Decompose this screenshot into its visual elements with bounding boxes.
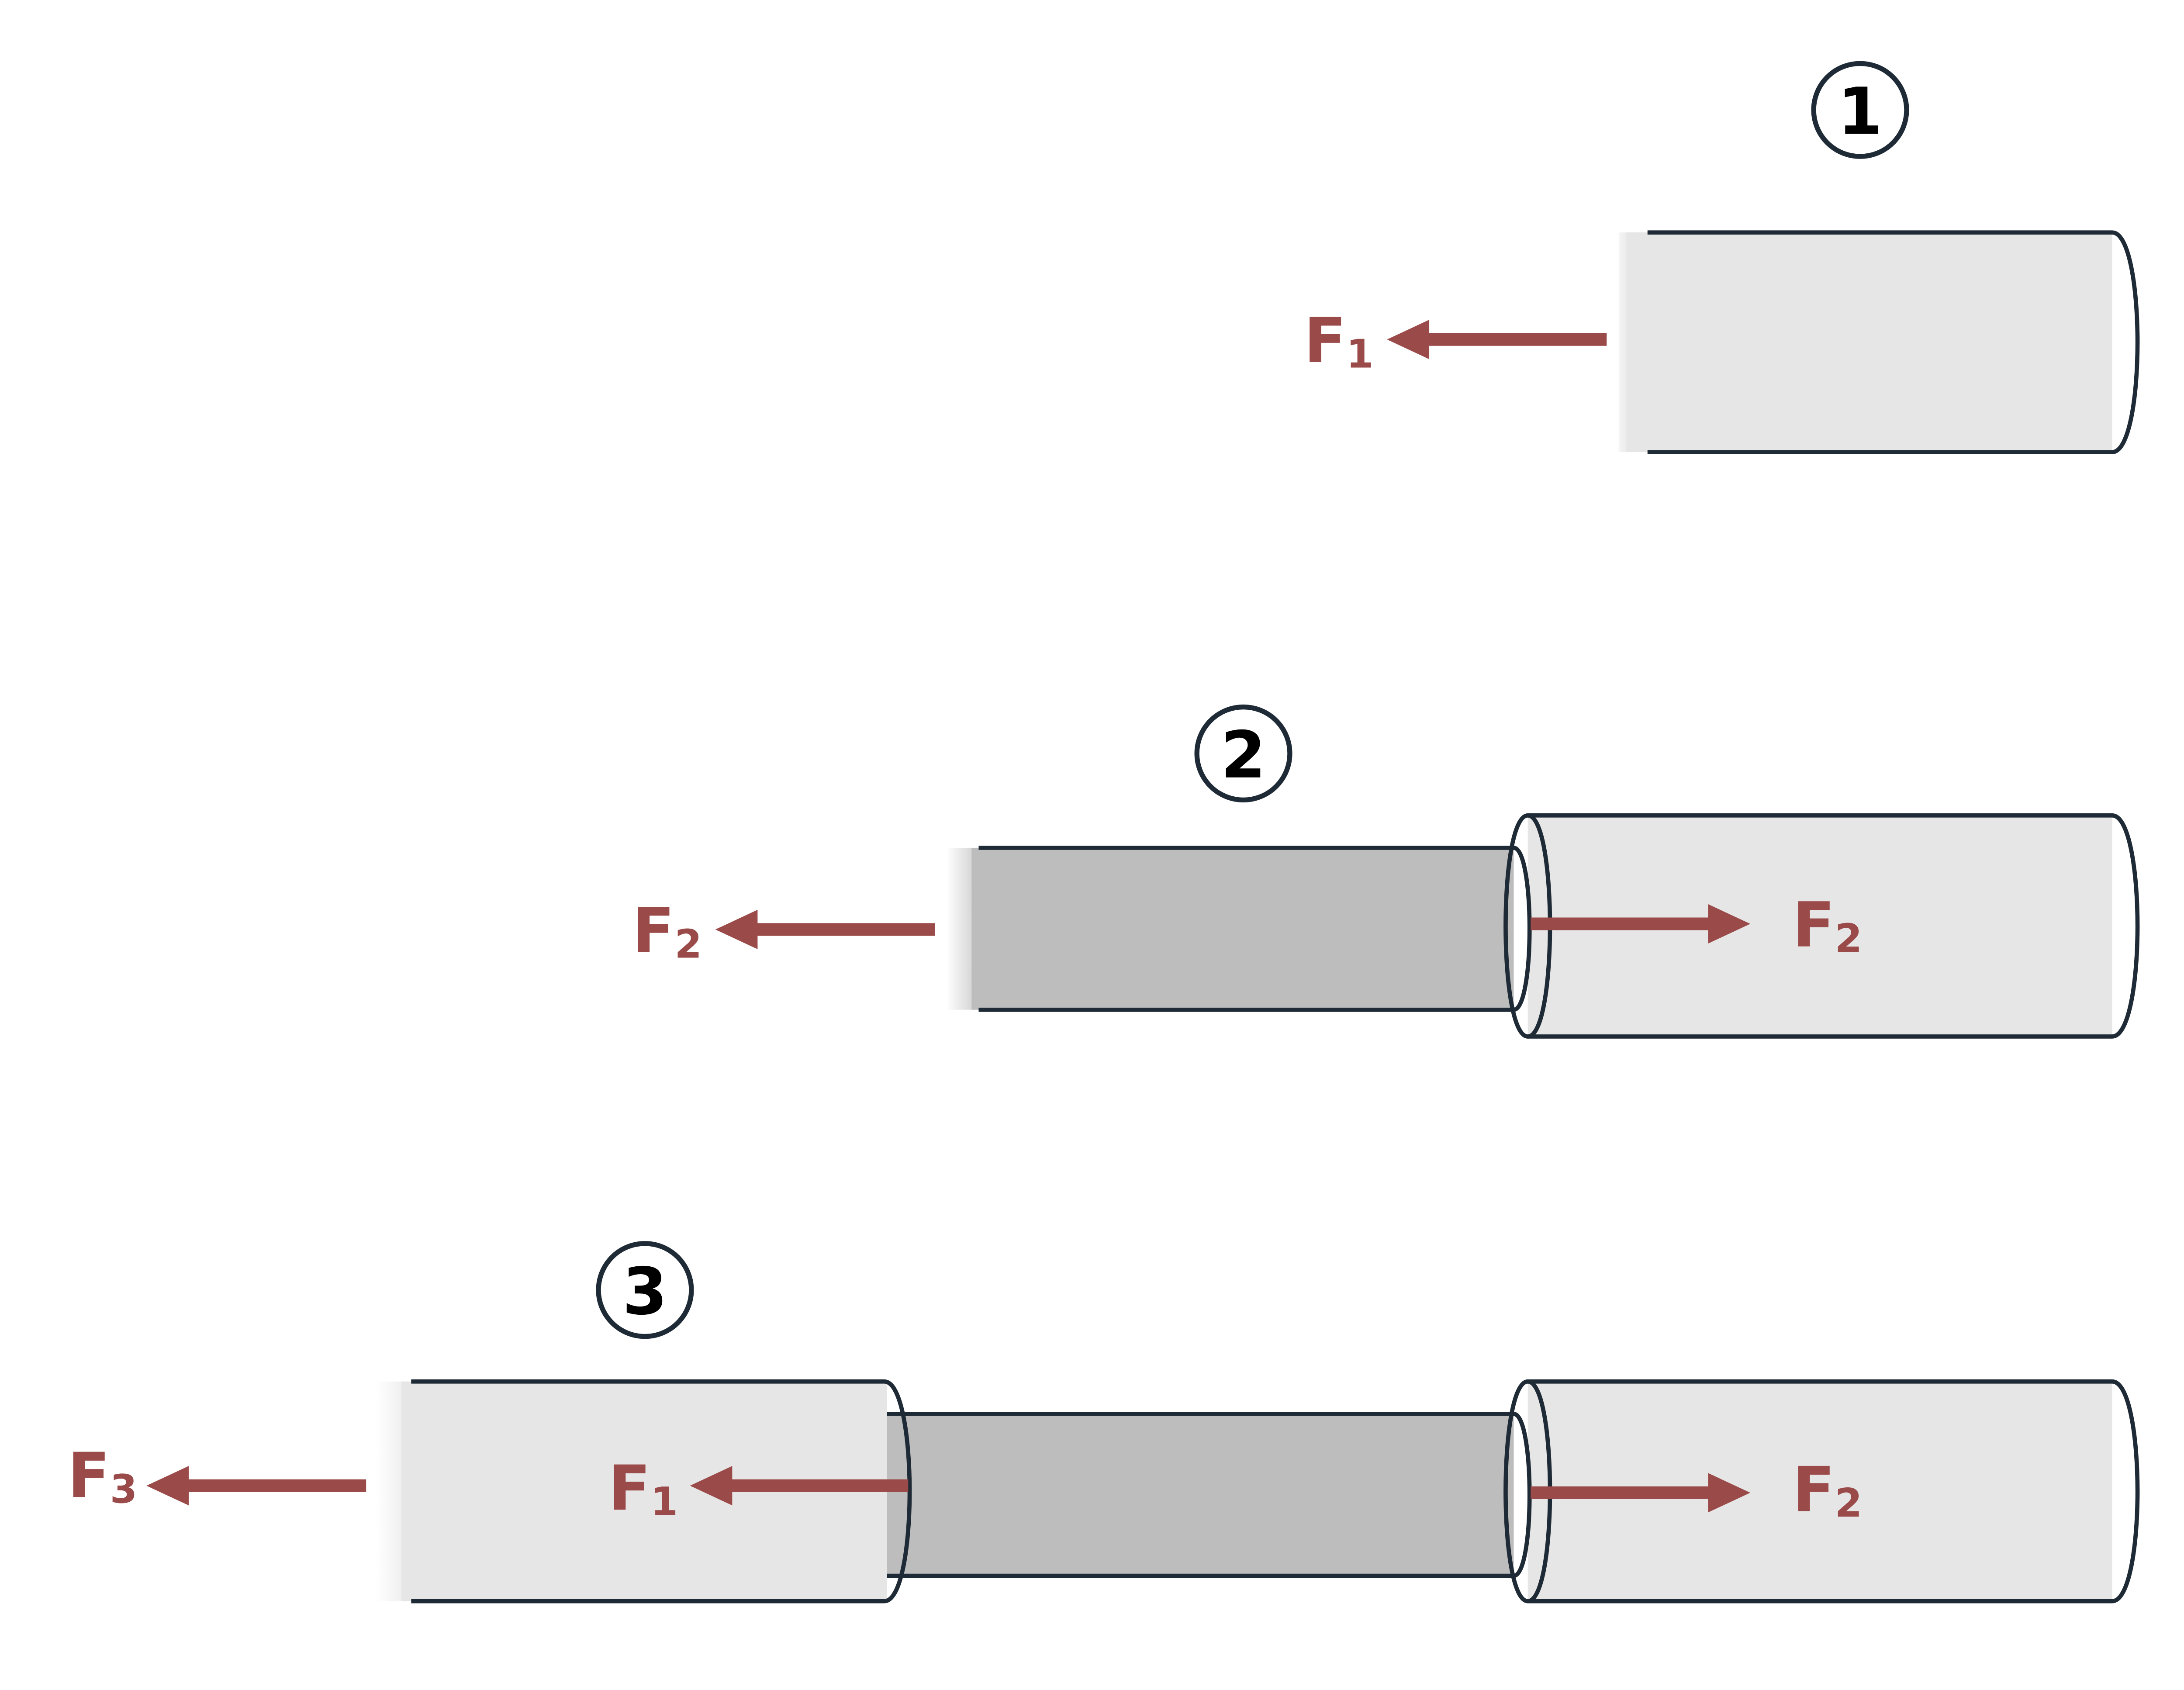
svg-text:F2: F2 <box>1793 889 1863 962</box>
svg-text:F3: F3 <box>68 1440 138 1512</box>
force-label-f2-stage3: F2 <box>1793 1454 1863 1526</box>
force-label-f1: F1 <box>1304 305 1374 377</box>
force-symbol: F <box>632 895 674 967</box>
force-arrow-f2-right-stage3 <box>1531 1473 1751 1513</box>
force-label-f3: F3 <box>68 1440 138 1512</box>
force-symbol: F <box>1793 889 1835 961</box>
step-label-3: 3 <box>622 1254 667 1329</box>
force-label-f2-left: F2 <box>632 895 702 968</box>
force-arrow-f1-left <box>1387 320 1607 359</box>
force-arrow-f2-left <box>715 909 935 950</box>
force-subscript: 1 <box>1346 332 1374 377</box>
svg-text:F1: F1 <box>608 1452 678 1525</box>
inner-tube-2 <box>946 846 1514 1012</box>
force-label-f2-right: F2 <box>1793 889 1863 962</box>
force-arrow-f2-right <box>1531 904 1751 944</box>
outer-tube-1 <box>1591 230 2140 454</box>
force-symbol: F <box>68 1440 110 1512</box>
stage-2: 2 F2 <box>632 704 2140 1039</box>
inner-tube-3 <box>887 1412 1514 1578</box>
svg-text:F2: F2 <box>632 895 702 968</box>
force-arrow-f1-left-stage3 <box>690 1466 909 1506</box>
stage-3: 3 <box>68 1241 2140 1604</box>
step-marker-3: 3 <box>596 1241 694 1339</box>
force-symbol: F <box>1793 1454 1835 1526</box>
force-subscript: 2 <box>1835 916 1863 962</box>
force-arrow-f3-left <box>146 1466 366 1506</box>
force-symbol: F <box>1304 305 1346 377</box>
force-symbol: F <box>608 1452 651 1524</box>
force-subscript: 1 <box>651 1479 678 1525</box>
force-label-f1-stage3: F1 <box>608 1452 678 1525</box>
step-label-1: 1 <box>1838 74 1883 149</box>
force-subscript: 3 <box>110 1466 138 1512</box>
step-marker-2: 2 <box>1194 704 1292 802</box>
force-subscript: 2 <box>1835 1480 1863 1526</box>
svg-text:F1: F1 <box>1304 305 1374 377</box>
svg-text:F2: F2 <box>1793 1454 1863 1526</box>
step-marker-1: 1 <box>1811 61 1909 159</box>
step-label-2: 2 <box>1221 717 1266 793</box>
force-subscript: 2 <box>674 921 702 967</box>
stage-1: 1 F1 <box>1304 61 2140 454</box>
